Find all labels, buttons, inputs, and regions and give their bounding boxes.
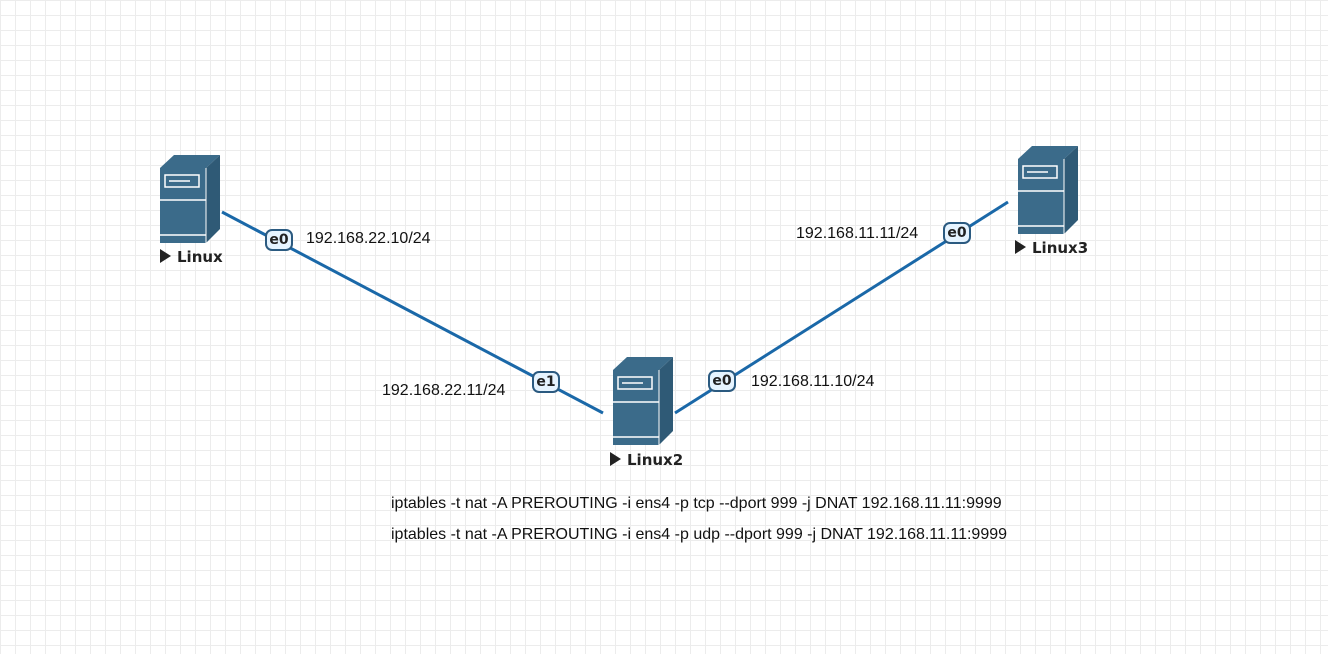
server-icon [613,357,673,445]
port-linux3-e0[interactable]: e0 [943,222,971,244]
server-icon [160,155,220,243]
ip-linux-e0: 192.168.22.10/24 [306,230,431,247]
play-icon[interactable] [160,249,171,263]
port-linux-e0[interactable]: e0 [265,229,293,251]
server-icon [1018,146,1078,234]
port-linux2-e1[interactable]: e1 [532,371,560,393]
play-icon[interactable] [1015,240,1026,254]
port-linux2-e0[interactable]: e0 [708,370,736,392]
node-label-linux2[interactable]: Linux2 [610,451,683,469]
node-linux2[interactable] [613,357,683,445]
text-note-udp: iptables -t nat -A PREROUTING -i ens4 -p… [391,526,1008,543]
node-linux[interactable] [160,155,230,243]
text-note-tcp: iptables -t nat -A PREROUTING -i ens4 -p… [391,495,1002,512]
node-label-linux[interactable]: Linux [160,248,223,266]
node-label-linux3[interactable]: Linux3 [1015,239,1088,257]
ip-linux2-e1: 192.168.22.11/24 [382,382,506,399]
node-linux3[interactable] [1018,146,1088,234]
ip-linux2-e0: 192.168.11.10/24 [751,373,875,390]
play-icon[interactable] [610,452,621,466]
ip-linux3-e0: 192.168.11.11/24 [796,225,919,242]
